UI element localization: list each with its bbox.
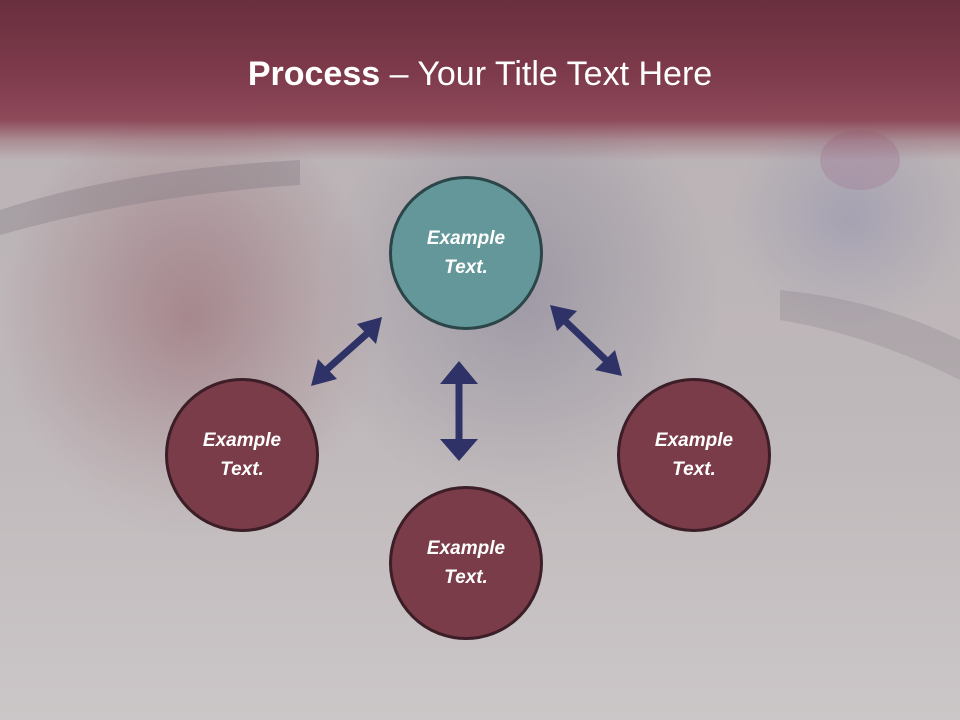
node-bottom: Example Text. — [389, 486, 543, 640]
node-bottom-label: Example Text. — [426, 538, 506, 588]
node-top-label: Example Text. — [426, 228, 506, 278]
title-bold: Process — [247, 55, 381, 93]
node-left: Example Text. — [165, 378, 319, 532]
title-rest: – Your Title Text Here — [380, 55, 713, 93]
node-left-label: Example Text. — [202, 430, 282, 480]
arrow-top-right — [550, 305, 622, 376]
node-right-label: Example Text. — [654, 430, 734, 480]
arrow-top-left — [311, 317, 382, 386]
arrow-vertical — [440, 361, 478, 461]
node-right: Example Text. — [617, 378, 771, 532]
node-top: Example Text. — [389, 176, 543, 330]
slide-title: Process – Your Title Text Here — [0, 52, 960, 96]
title-band — [0, 0, 960, 160]
